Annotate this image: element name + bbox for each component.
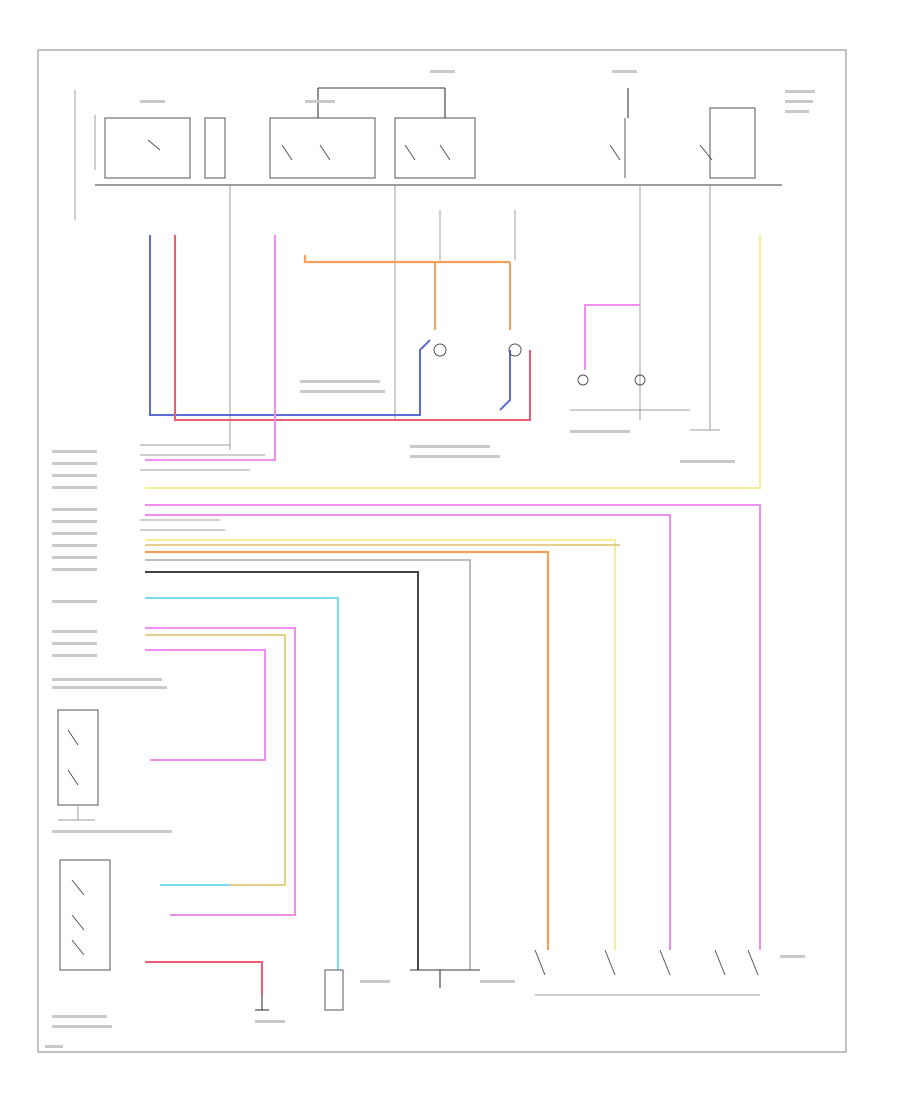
bottom-components <box>255 969 480 1011</box>
label-marks <box>45 70 815 1048</box>
wire-yellow-long <box>145 539 616 950</box>
wire-red <box>174 235 531 421</box>
wire-tan-low <box>145 634 286 886</box>
lamp-sockets <box>433 343 720 431</box>
wire-red-low <box>145 961 263 995</box>
top-switch-block <box>74 87 782 220</box>
wire-orange-long <box>145 550 550 950</box>
lower-left-switches <box>57 709 111 971</box>
wire-cyan <box>145 597 339 970</box>
wire-pink-module <box>584 304 640 370</box>
wire-pink-low-1 <box>145 627 296 916</box>
wire-pink-low-2 <box>145 649 266 761</box>
wire-yellow-right <box>145 235 761 489</box>
wire-orange-bus <box>303 255 510 264</box>
wire-gray-long <box>145 559 471 970</box>
wire-blue-2 <box>499 350 511 411</box>
module-pin-rows <box>140 444 265 531</box>
wire-dark-long <box>145 571 419 970</box>
wire-pink-long-2 <box>145 514 671 950</box>
diagram-frame <box>37 49 847 1053</box>
wire-blue <box>149 235 431 416</box>
riser-wires <box>229 185 711 450</box>
wire-pink-long-1 <box>145 504 761 950</box>
wire-pink-top <box>145 235 276 461</box>
lower-right-switches <box>534 949 760 996</box>
